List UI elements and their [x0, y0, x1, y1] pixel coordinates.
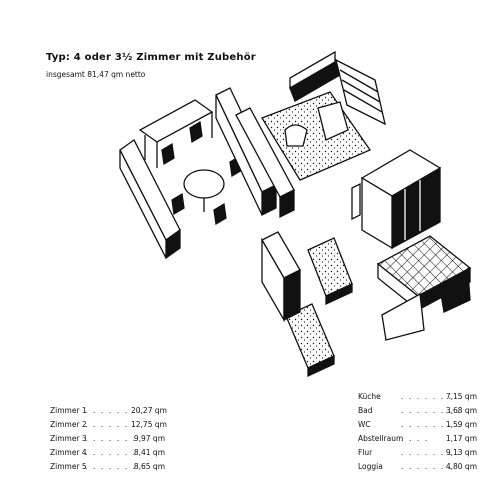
wardrobe-wall — [215, 87, 295, 219]
leader-dots: . . . . . . . — [85, 406, 137, 415]
room-areas-right: Küche . . . . . . . 7,15 qm Bad . . . . … — [358, 390, 477, 474]
room-name: WC — [358, 420, 371, 429]
leader-dots: . . . . . . . — [85, 434, 137, 443]
leader-dots: . . . . . . . . — [401, 406, 461, 415]
living-group — [261, 50, 386, 181]
table-row: Bad . . . . . . . . 3,68 qm — [358, 404, 477, 418]
room-area: 1,59 qm — [445, 420, 477, 429]
table-row: Zimmer 5 . . . . . . . 8,65 qm — [50, 460, 165, 474]
room-name: Zimmer 4 — [50, 448, 87, 457]
table-row: Loggia . . . . . . . 4,80 qm — [358, 460, 477, 474]
dining-group — [119, 99, 243, 260]
table-row: WC . . . . . . . . 1,59 qm — [358, 418, 477, 432]
room-area: 9,97 qm — [133, 434, 165, 443]
room-name: Loggia — [358, 462, 383, 471]
leader-dots: . . . . — [401, 434, 429, 443]
table-row: Flur . . . . . . . . 9,13 qm — [358, 446, 477, 460]
leader-dots: . . . . . . . — [401, 462, 453, 471]
room-areas-left: Zimmer 1 . . . . . . . 20,27 qm Zimmer 2… — [50, 404, 167, 474]
leader-dots: . . . . . . . — [85, 448, 137, 457]
room-area: 7,15 qm — [445, 392, 477, 401]
room-area: 20,27 qm — [131, 406, 167, 415]
room-name: Abstellraum — [358, 434, 404, 443]
table-row: Zimmer 2 . . . . . . . 12,75 qm — [50, 418, 167, 432]
table-row: Zimmer 1 . . . . . . . 20,27 qm — [50, 404, 167, 418]
leader-dots: . . . . . . . — [401, 392, 453, 401]
page-subtitle: insgesamt 81,47 qm netto — [46, 70, 146, 79]
room-area: 8,41 qm — [133, 448, 165, 457]
room-name: Flur — [358, 448, 373, 457]
bedroom-wardrobe — [351, 149, 442, 250]
table-row: Küche . . . . . . . 7,15 qm — [358, 390, 477, 404]
room-name: Zimmer 5 — [50, 462, 87, 471]
leader-dots: . . . . . . . — [85, 462, 137, 471]
leader-dots: . . . . . . . — [85, 420, 137, 429]
kids-room — [261, 231, 353, 378]
table-row: Zimmer 4 . . . . . . . 8,41 qm — [50, 446, 165, 460]
room-name: Bad — [358, 406, 373, 415]
table-row: Abstellraum . . . . 1,17 qm — [358, 432, 477, 446]
room-area: 1,17 qm — [445, 434, 477, 443]
room-area: 9,13 qm — [445, 448, 477, 457]
room-area: 3,68 qm — [445, 406, 477, 415]
leader-dots: . . . . . . . . — [401, 448, 461, 457]
room-area: 12,75 qm — [131, 420, 167, 429]
page-title: Typ: 4 oder 3½ Zimmer mit Zubehör — [46, 52, 256, 63]
room-name: Zimmer 1 — [50, 406, 87, 415]
room-area: 8,65 qm — [133, 462, 165, 471]
table-row: Zimmer 3 . . . . . . . 9,97 qm — [50, 432, 165, 446]
room-name: Zimmer 2 — [50, 420, 87, 429]
room-area: 4,80 qm — [445, 462, 477, 471]
leader-dots: . . . . . . . . — [401, 420, 461, 429]
room-name: Zimmer 3 — [50, 434, 87, 443]
double-bed — [376, 235, 472, 341]
room-name: Küche — [358, 392, 381, 401]
